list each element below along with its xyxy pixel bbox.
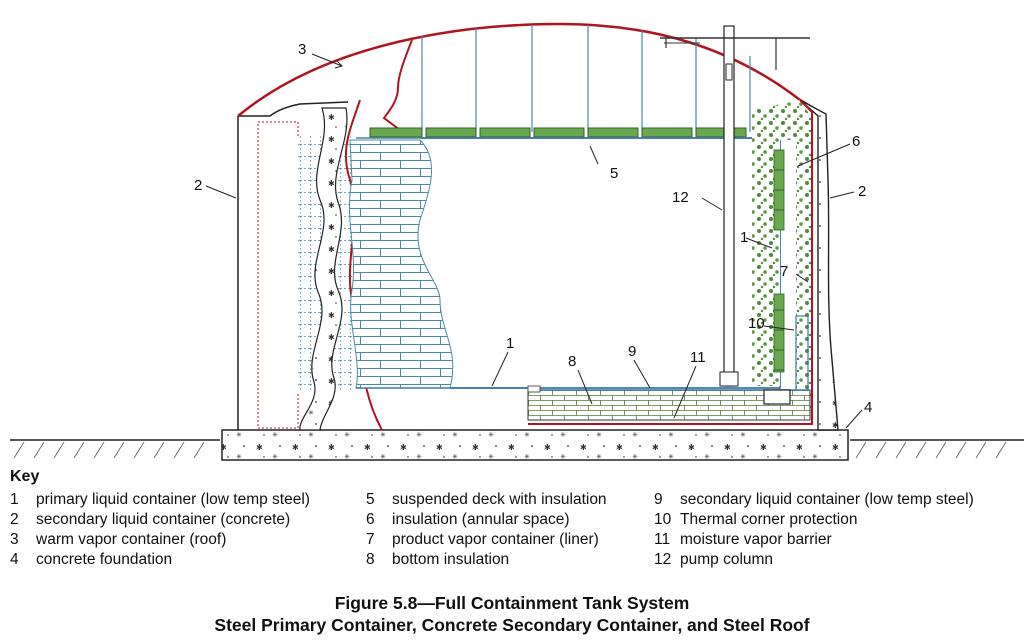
callout-9: 9: [628, 343, 636, 360]
pump-column: [660, 25, 810, 387]
callout-3: 3: [298, 41, 306, 58]
bottom-insulation: [527, 389, 811, 421]
tank-cross-section-diagram: ✱ ✳: [10, 22, 1024, 461]
caption-line-1: Figure 5.8—Full Containment Tank System: [334, 593, 690, 613]
callout-7: 7: [780, 263, 788, 280]
key-title: Key: [10, 468, 40, 485]
suspended-deck: [356, 127, 780, 139]
outer-concrete-wall-right: [799, 99, 839, 431]
concrete-foundation: [221, 429, 849, 461]
primary-container-brick-cutaway: [349, 139, 454, 389]
callout-4: 4: [864, 399, 872, 416]
callout-10: 10: [748, 315, 765, 332]
callout-6: 6: [852, 133, 860, 150]
callout-5: 5: [610, 165, 618, 182]
concrete-wall-cutaway: [299, 107, 348, 431]
annular-insulation: [752, 100, 812, 412]
ground-hatching: [10, 439, 1024, 459]
callout-8: 8: [568, 353, 576, 370]
callout-leaders: [205, 53, 863, 429]
caption-line-2: Steel Primary Container, Concrete Second…: [214, 615, 810, 635]
figure-caption: Figure 5.8—Full Containment Tank System …: [0, 592, 1024, 636]
callout-1-bottom: 1: [506, 335, 514, 352]
outer-concrete-wall-left: [237, 101, 349, 430]
warm-vapor-roof: [237, 22, 821, 117]
callout-12: 12: [672, 189, 689, 206]
deck-hangers: [421, 25, 751, 132]
callout-2-right: 2: [858, 183, 866, 200]
callout-1-right: 1: [740, 229, 748, 246]
callout-11: 11: [690, 349, 706, 366]
callout-2-left: 2: [194, 177, 202, 194]
vapor-liner-right: [528, 99, 813, 425]
